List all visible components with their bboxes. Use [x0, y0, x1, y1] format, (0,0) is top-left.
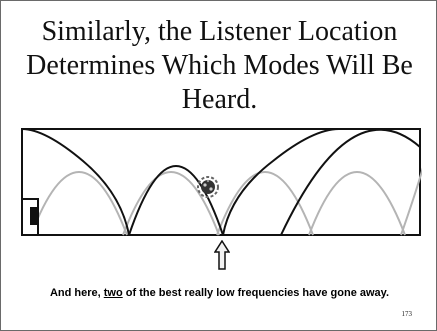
title-line-1: Similarly, the Listener Location: [1, 15, 437, 49]
faded-arch-3: [217, 172, 313, 235]
room-outline: [22, 129, 420, 235]
slide-caption: And here, two of the best really low fre…: [1, 287, 437, 299]
up-arrow-icon: [214, 240, 230, 270]
caption-after: of the best really low frequencies have …: [123, 287, 389, 299]
listener-icon: [198, 177, 218, 197]
mode-wave-right: [223, 129, 339, 235]
caption-before: And here,: [50, 287, 104, 299]
speaker-icon: [22, 199, 38, 235]
title-line-2: Determines Which Modes Will Be: [1, 49, 437, 83]
faded-arch-4: [309, 172, 405, 235]
visible-mode-curves: [22, 129, 420, 235]
page-number: 173: [402, 310, 413, 318]
slide-title: Similarly, the Listener Location Determi…: [1, 15, 437, 117]
faded-arch-5: [401, 127, 422, 235]
title-line-3: Heard.: [1, 83, 437, 117]
room-modes-diagram: [21, 127, 422, 239]
faded-arch-1: [31, 172, 127, 235]
caption-emphasis: two: [104, 287, 123, 299]
